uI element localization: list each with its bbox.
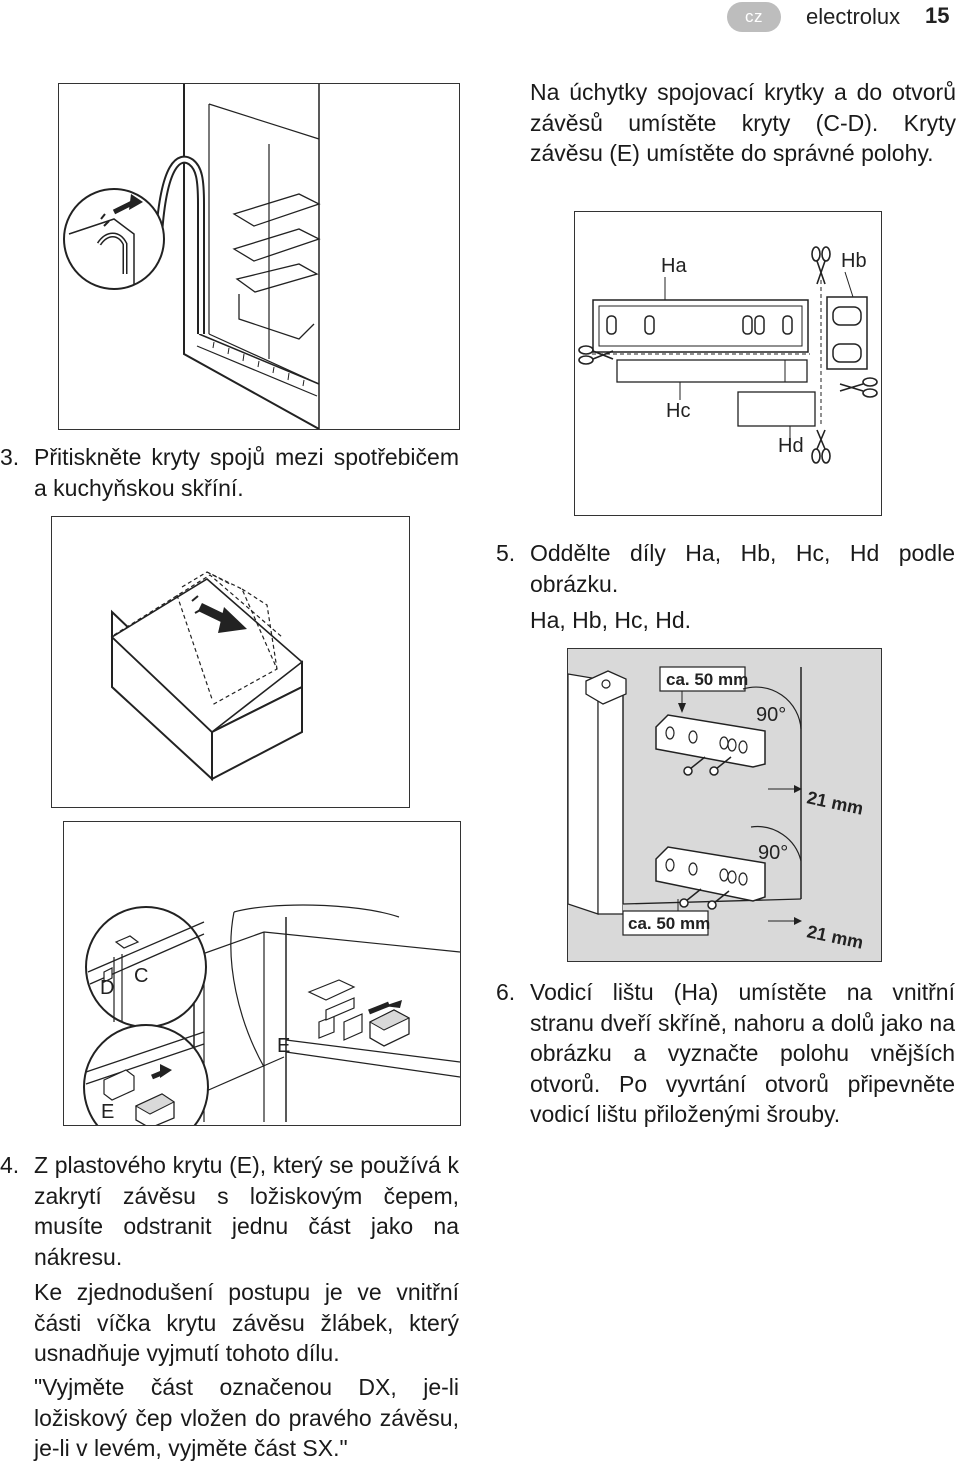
brand-name: electrolux [806,4,901,29]
label-offset-top: 21 mm [805,787,865,818]
step-5-number: 5. [496,540,516,566]
step-5-subtext: Ha, Hb, Hc, Hd. [530,607,692,633]
para-simplify: Ke zjednodušení postupu je ve vnitřní čá… [34,1279,459,1366]
label-angle-top: 90° [756,704,786,726]
figure-hinge-covers: C D E E [63,821,461,1126]
label-e-left: E [101,1101,114,1123]
para-quote: "Vyjměte část označenou DX, je-li ložisk… [34,1374,459,1461]
step-4: 4. Z plastového krytu (E), který se použ… [0,1150,460,1272]
figure-rail-mounting: ca. 50 mm ca. 50 mm 90° 90° 21 mm 21 mm [567,648,882,962]
step-6: 6. Vodicí lištu (Ha) umístěte na vnitřní… [496,977,958,1132]
step-3: 3. Přitiskněte kryty spojů mezi spotřebi… [0,442,460,507]
label-hb: Hb [841,250,867,272]
step-6-text: Vodicí lištu (Ha) umístěte na vnitřní st… [530,979,955,1127]
step-4-number: 4. [0,1152,20,1178]
label-dist-top: ca. 50 mm [666,670,748,689]
label-offset-bottom: 21 mm [805,921,865,952]
step-4-text: Z plastového krytu (E), který se používá… [34,1152,459,1270]
figure-parts-split: Ha Hb Hc Hd [574,211,882,516]
step-3-number: 3. [0,444,20,470]
step-6-number: 6. [496,979,516,1005]
page-number: 15 [925,3,950,28]
step-5: 5. Oddělte díly Ha, Hb, Hc, Hd podle obr… [496,538,958,638]
figure-seal-cover [58,83,460,430]
step-5-text: Oddělte díly Ha, Hb, Hc, Hd podle obrázk… [530,540,955,597]
label-dist-bottom: ca. 50 mm [628,914,710,933]
label-c: C [134,965,148,987]
language-badge: cz [727,2,781,32]
label-e-right: E [277,1035,290,1057]
label-d: D [100,977,114,999]
label-angle-bottom: 90° [758,842,788,864]
figure-press-cover [51,516,410,808]
intro-paragraph: Na úchytky spojovací krytky a do otvorů … [530,79,956,166]
label-hc: Hc [666,400,690,422]
step-3-text: Přitiskněte kryty spojů mezi spotřebičem… [34,444,459,501]
label-hd: Hd [778,435,804,457]
label-ha: Ha [661,255,687,277]
